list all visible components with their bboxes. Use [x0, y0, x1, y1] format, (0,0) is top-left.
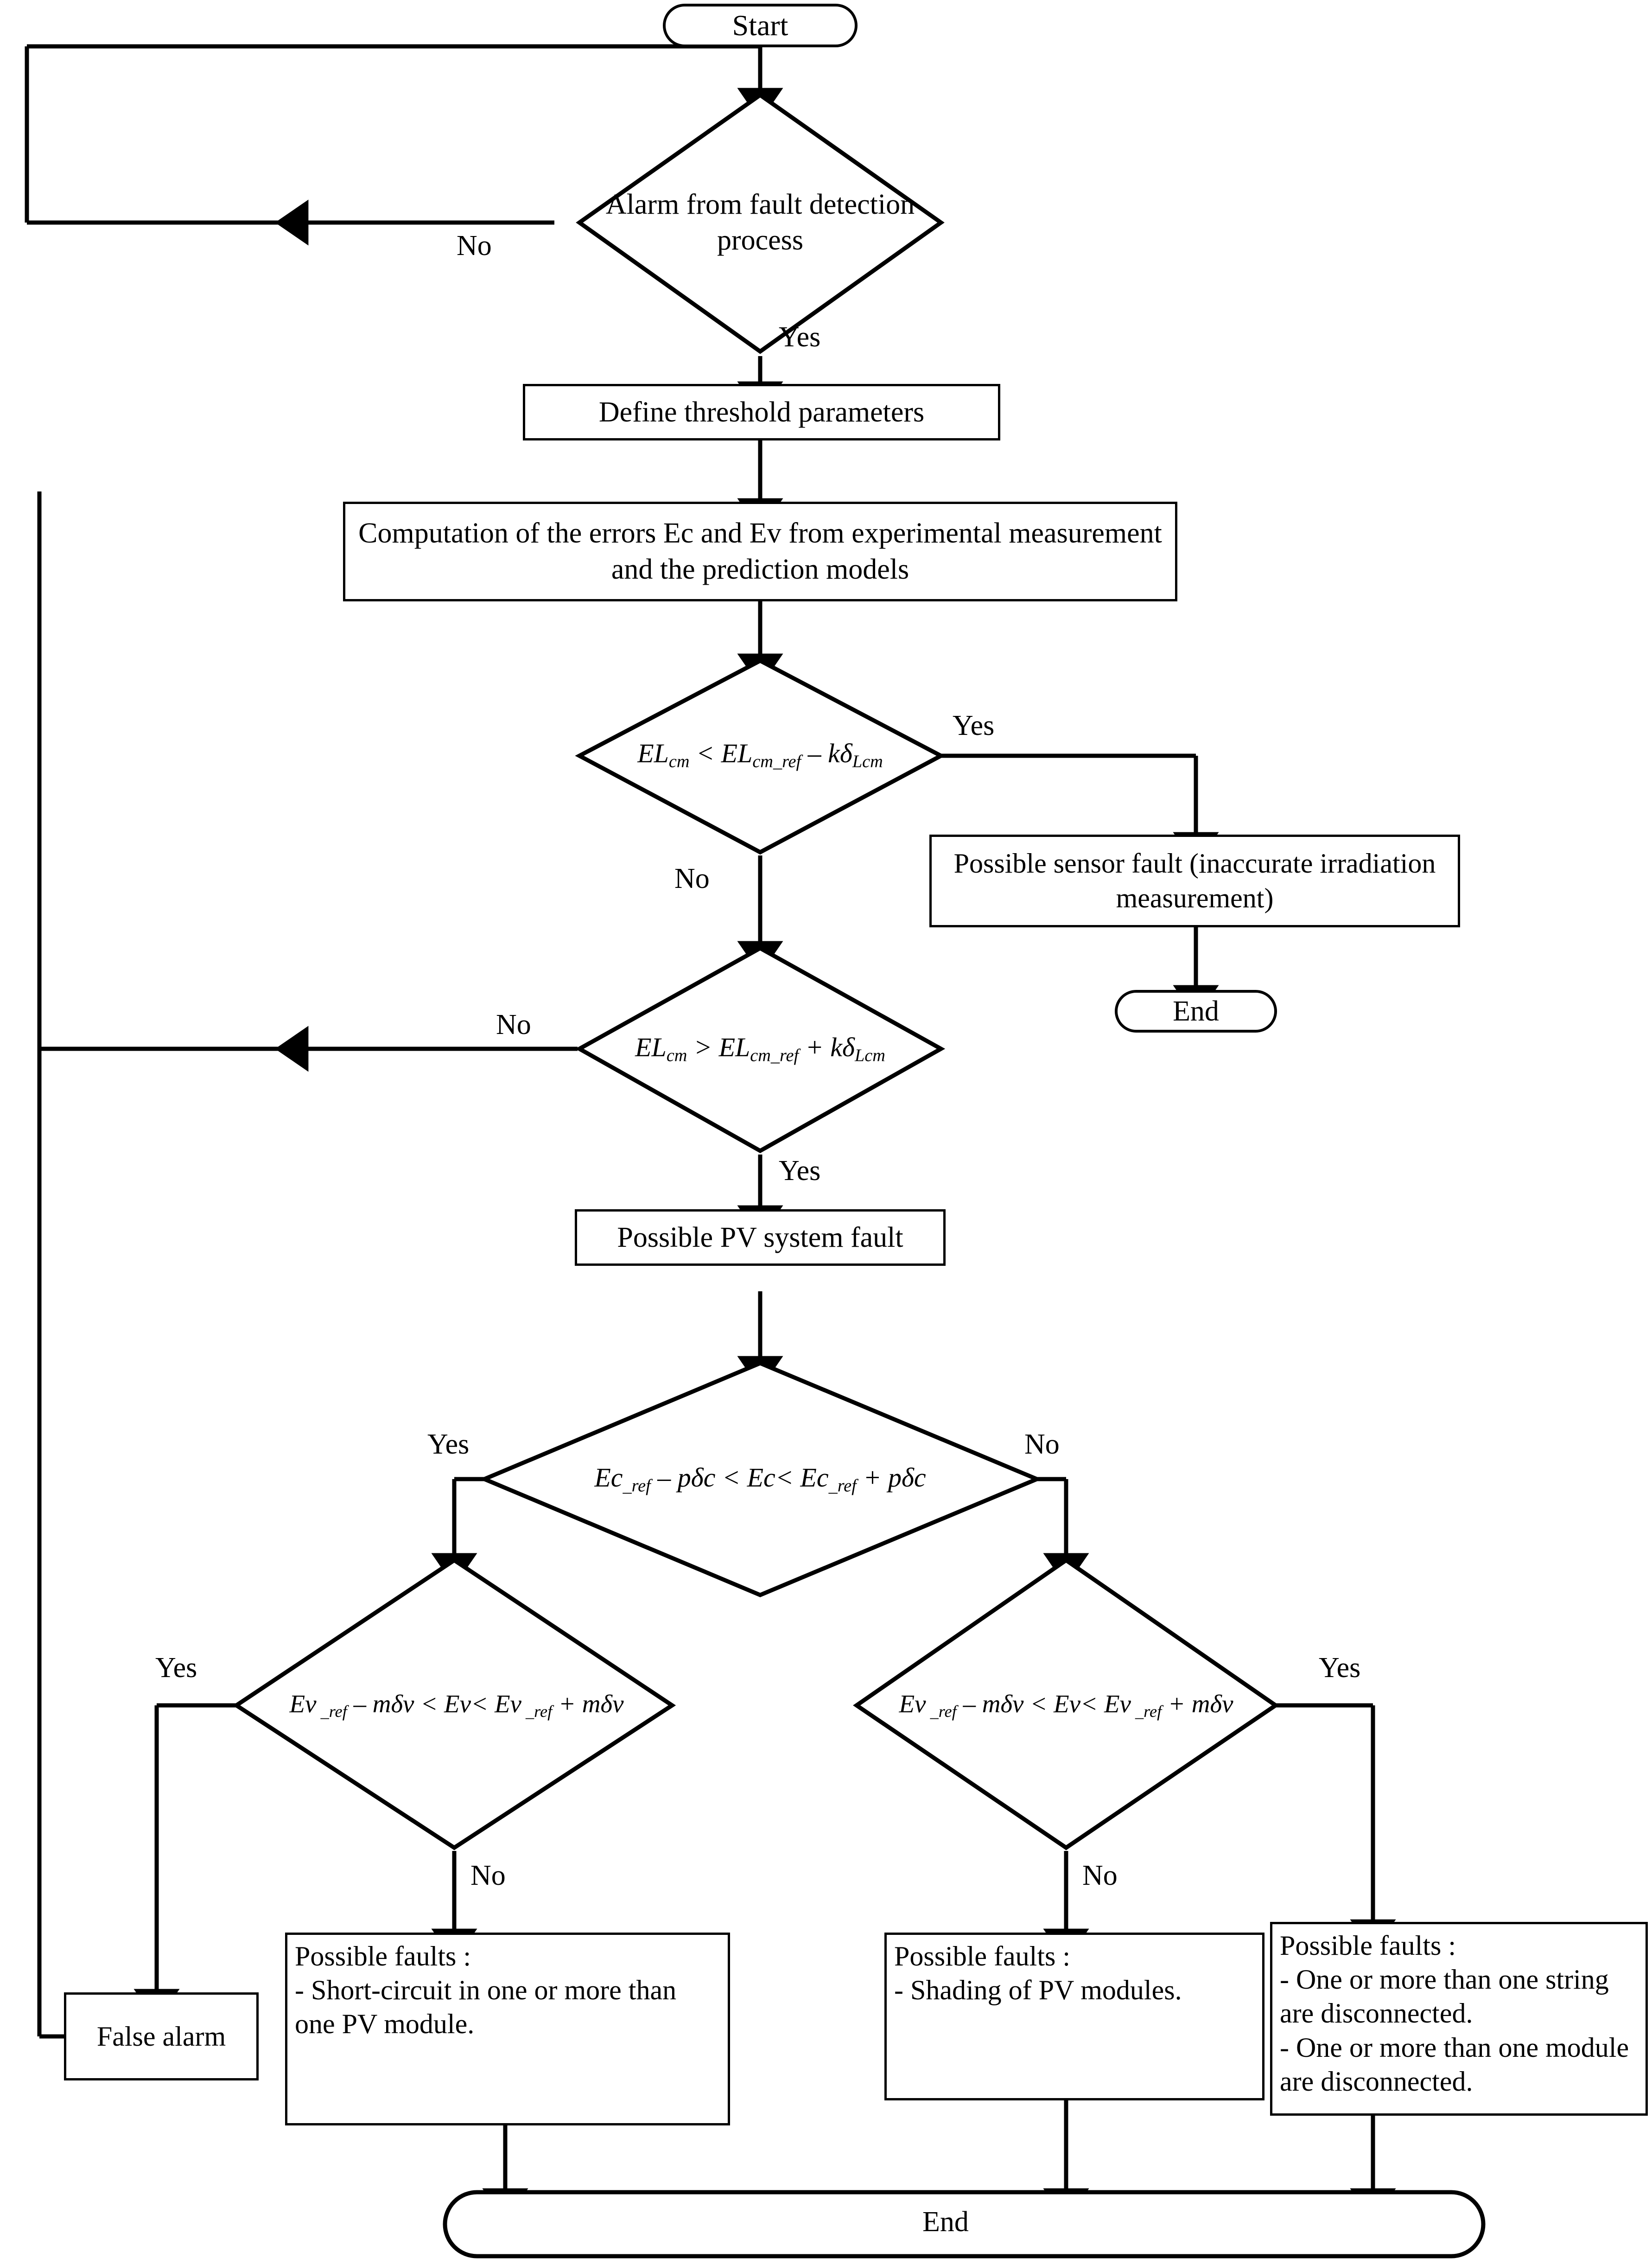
end-sensor-label: End — [1173, 995, 1219, 1027]
ec-decision-shape — [479, 1361, 1042, 1597]
define-threshold-node: Define threshold parameters — [523, 384, 1000, 440]
edge-label-elcm-greater-yes: Yes — [779, 1155, 821, 1187]
faults-short-circuit-node: Possible faults : - Short-circuit in one… — [285, 1933, 730, 2125]
faults-disconnected-item-2: - One or more than one module are discon… — [1280, 2032, 1629, 2097]
sensor-fault-label: Possible sensor fault (inaccurate irradi… — [953, 848, 1436, 913]
edge-label-ev-right-no: No — [1082, 1860, 1118, 1891]
elcm-greater-decision-shape — [575, 945, 946, 1154]
edge-label-ev-right-yes: Yes — [1319, 1652, 1361, 1684]
faults-short-circuit-heading: Possible faults : — [295, 1941, 471, 1972]
alarm-decision-shape — [576, 92, 945, 354]
computation-node: Computation of the errors Ec and Ev from… — [343, 502, 1177, 601]
elcm-less-decision-shape — [575, 658, 946, 855]
edge-label-alarm-yes: Yes — [779, 321, 821, 353]
ev-left-decision-shape — [232, 1557, 676, 1850]
define-threshold-label: Define threshold parameters — [598, 396, 925, 428]
edge-label-elcm-greater-no: No — [496, 1009, 531, 1040]
edge-label-elcm-less-yes: Yes — [953, 710, 995, 741]
faults-disconnected-node: Possible faults : - One or more than one… — [1270, 1922, 1648, 2116]
false-alarm-label: False alarm — [96, 2021, 226, 2052]
edge-label-elcm-less-no: No — [674, 863, 710, 894]
edge-label-ec-no: No — [1024, 1429, 1060, 1460]
faults-disconnected-heading: Possible faults : — [1280, 1930, 1456, 1961]
false-alarm-node: False alarm — [64, 1992, 259, 2080]
decision-shapes — [232, 92, 1279, 1850]
pv-system-fault-label: Possible PV system fault — [617, 1221, 903, 1253]
start-label: Start — [732, 9, 788, 42]
faults-shading-heading: Possible faults : — [894, 1941, 1071, 1972]
faults-disconnected-item-1: - One or more than one string are discon… — [1280, 1964, 1609, 2029]
sensor-fault-node: Possible sensor fault (inaccurate irradi… — [929, 835, 1460, 927]
faults-shading-node: Possible faults : - Shading of PV module… — [884, 1933, 1264, 2100]
computation-label: Computation of the errors Ec and Ev from… — [358, 517, 1162, 585]
pv-system-fault-node: Possible PV system fault — [575, 1209, 946, 1266]
end-final-label: End — [922, 2206, 969, 2238]
edge-label-ev-left-no: No — [470, 1860, 506, 1891]
faults-short-circuit-item: - Short-circuit in one or more than one … — [295, 1975, 677, 2040]
edge-label-ev-left-yes: Yes — [155, 1652, 197, 1684]
end-sensor-node: End — [1115, 990, 1277, 1033]
faults-shading-item: - Shading of PV modules. — [894, 1975, 1182, 2006]
ev-right-decision-shape — [853, 1557, 1279, 1850]
edge-label-alarm-no: No — [457, 230, 492, 262]
edge-label-ec-yes: Yes — [427, 1429, 470, 1460]
end-final-shape — [443, 2190, 1486, 2259]
start-node: Start — [663, 4, 858, 47]
